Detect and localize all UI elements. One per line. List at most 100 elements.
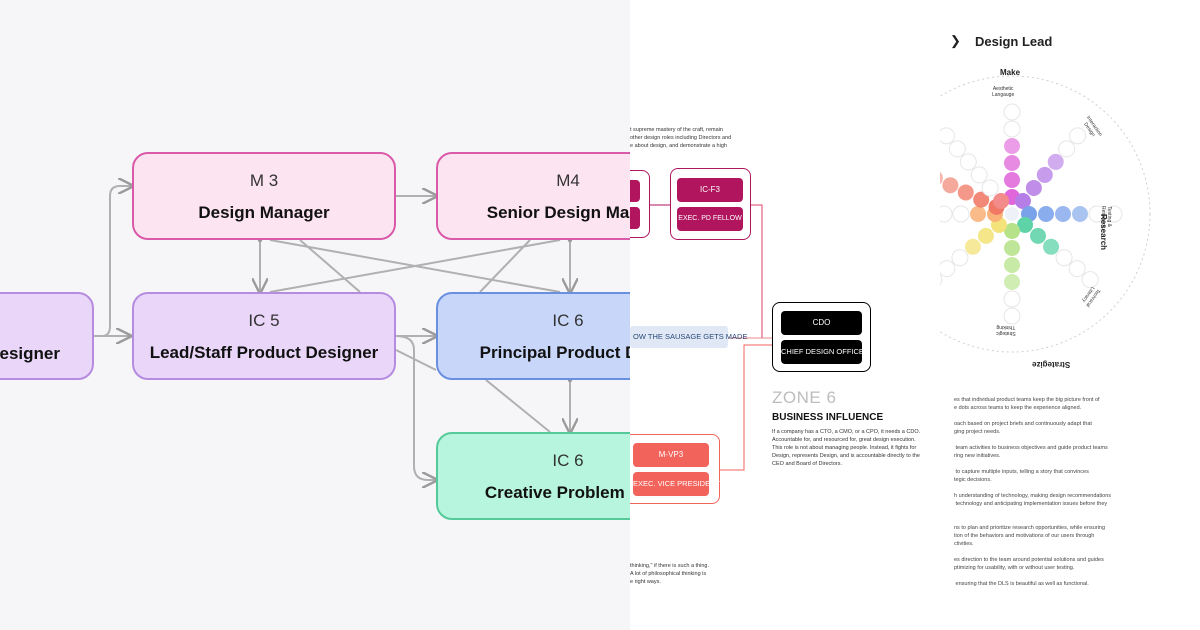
zone-title: ZONE 6 bbox=[772, 388, 837, 407]
wheel-dot bbox=[1058, 140, 1076, 158]
skills-wheel-panel: R ❯ Design Lead Make Research Strategize… bbox=[940, 0, 1200, 630]
wheel-dot bbox=[940, 205, 953, 223]
wheel-dot bbox=[1003, 103, 1021, 121]
bottom-fragment-line: A lot of philosophical thinking is bbox=[630, 571, 707, 577]
wheel-dot bbox=[957, 184, 974, 201]
node-ic6-creative: IC 6 Creative Problem So bbox=[436, 432, 630, 520]
ic-f3-pill: IC-F3 bbox=[677, 178, 743, 202]
node-m4-level: M4 bbox=[556, 171, 580, 190]
wheel-dot bbox=[970, 166, 988, 184]
wheel-dot bbox=[1069, 127, 1087, 145]
label-testing-research: Testing & Research bbox=[1100, 206, 1112, 227]
m-vp3-pill: M-VP3 bbox=[633, 443, 709, 467]
top-text-fragment: t supreme mastery of the craft, remain o… bbox=[630, 126, 770, 150]
wheel-dot bbox=[942, 177, 959, 194]
wheel-dot bbox=[981, 179, 999, 197]
node-designer: esigner bbox=[0, 292, 94, 380]
cdo-pill: CDO bbox=[781, 311, 862, 335]
wheel-dot bbox=[1055, 249, 1073, 267]
skills-wheel bbox=[940, 75, 1151, 353]
partial-zone-box bbox=[630, 170, 650, 238]
node-m3: M 3 Design Manager bbox=[132, 152, 396, 240]
connector-lines bbox=[94, 0, 630, 630]
zone-connector-lines bbox=[650, 204, 772, 471]
wheel-dot bbox=[970, 206, 986, 222]
wheel-dot bbox=[1004, 274, 1020, 290]
wheel-dot bbox=[1004, 138, 1020, 154]
label-testing-text: Testing & Research bbox=[1100, 206, 1112, 228]
wheel-dot bbox=[1036, 166, 1053, 183]
node-m3-title: Design Manager bbox=[198, 203, 330, 222]
top-fragment-line: t supreme mastery of the craft, remain bbox=[630, 127, 723, 133]
wheel-dot bbox=[1003, 307, 1021, 325]
wheel-dot bbox=[993, 192, 1010, 209]
node-ic6-creative-level: IC 6 bbox=[552, 451, 584, 470]
wheel-dot bbox=[952, 205, 970, 223]
wheel-dot bbox=[973, 191, 990, 208]
wheel-dot bbox=[940, 273, 943, 286]
partial-pill bbox=[630, 180, 640, 202]
skill-description-paragraph: to capture multiple inputs, telling a st… bbox=[954, 469, 1089, 483]
label-strategic-thinking: Strategic Thinking bbox=[996, 324, 1016, 336]
wheel-dot bbox=[977, 227, 994, 244]
wheel-dot bbox=[940, 260, 956, 278]
label-strategic-text: Strategic Thinking bbox=[996, 324, 1016, 336]
wheel-dot bbox=[1003, 120, 1021, 138]
node-designer-title: esigner bbox=[0, 344, 60, 363]
wheel-dot bbox=[1004, 155, 1020, 171]
wheel-dot bbox=[1072, 206, 1088, 222]
wheel-outline bbox=[940, 75, 1151, 353]
node-ic6-creative-title: Creative Problem So bbox=[484, 483, 630, 502]
wheel-center bbox=[1005, 207, 1019, 221]
node-ic5: IC 5 Lead/Staff Product Designer bbox=[132, 292, 396, 380]
wheel-dot bbox=[948, 140, 966, 158]
node-ic6-principal: IC 6 Principal Product Des bbox=[436, 292, 630, 380]
skill-description-paragraph: oach based on project briefs and continu… bbox=[954, 421, 1092, 435]
exec-pd-fellow-pill: EXEC. PD FELLOW bbox=[677, 207, 743, 231]
wheel-dot bbox=[1030, 227, 1047, 244]
wheel-dot bbox=[940, 127, 955, 145]
wheel-dot bbox=[1043, 238, 1060, 255]
zones-panel: t supreme mastery of the craft, remain o… bbox=[630, 0, 940, 630]
node-ic5-level: IC 5 bbox=[248, 311, 280, 330]
partial-pill bbox=[630, 207, 640, 229]
wheel-dot bbox=[1068, 260, 1086, 278]
node-ic6-principal-level: IC 6 bbox=[552, 311, 584, 330]
skill-description-paragraph: es that individual product teams keep th… bbox=[954, 397, 1100, 411]
skill-description-paragraph: h understanding of technology, making de… bbox=[954, 493, 1112, 507]
cdo-group bbox=[772, 302, 871, 372]
wheel-dot bbox=[1025, 179, 1042, 196]
career-ladder-panel: esigner M 3 Design Manager M4 Senior Des… bbox=[0, 0, 630, 630]
wheel-dot bbox=[1055, 206, 1071, 222]
zone-description: If a company has a CTO, a CMO, or a CPO,… bbox=[772, 429, 921, 467]
zone-subtitle: BUSINESS INFLUENCE bbox=[772, 412, 884, 423]
wheel-dot bbox=[1003, 290, 1021, 308]
wheel-dot bbox=[959, 153, 977, 171]
label-strategize: Strategize bbox=[1032, 360, 1071, 369]
label-aesthetic-language: Aesthetic Langauge bbox=[992, 86, 1014, 98]
bottom-text-fragment: thinking," if there is such a thing. A l… bbox=[630, 562, 780, 586]
wheel-dot bbox=[1081, 271, 1099, 289]
sausage-label: OW THE SAUSAGE GETS MADE bbox=[630, 326, 747, 348]
wheel-dot bbox=[940, 171, 943, 185]
wheel-dot bbox=[1038, 206, 1054, 222]
node-ic6-principal-title: Principal Product Des bbox=[479, 343, 630, 362]
skill-description-paragraph: ensuring that the DLS is beautiful as we… bbox=[954, 581, 1089, 587]
skill-description-paragraph: ns to plan and prioritize research oppor… bbox=[954, 525, 1106, 547]
wheel-dot bbox=[1047, 153, 1064, 170]
wheel-dot bbox=[1004, 172, 1020, 188]
chevron-right-icon[interactable]: ❯ bbox=[950, 33, 961, 48]
wheel-dot bbox=[1004, 223, 1020, 239]
bottom-fragment-line: thinking," if there is such a thing. bbox=[630, 563, 709, 569]
skill-description-paragraph: es direction to the team around potentia… bbox=[954, 557, 1104, 571]
node-m3-level: M 3 bbox=[249, 171, 279, 190]
node-m4-title: Senior Design Mana bbox=[486, 203, 630, 222]
m-vp3-group bbox=[630, 434, 720, 504]
wheel-dot bbox=[1004, 257, 1020, 273]
label-make: Make bbox=[1000, 68, 1021, 77]
wheel-dot bbox=[964, 238, 981, 255]
wheel-dot bbox=[1105, 205, 1123, 223]
page-title: Design Lead bbox=[975, 34, 1053, 49]
wheel-dot bbox=[1088, 205, 1106, 223]
node-m4: M4 Senior Design Mana bbox=[436, 152, 630, 240]
